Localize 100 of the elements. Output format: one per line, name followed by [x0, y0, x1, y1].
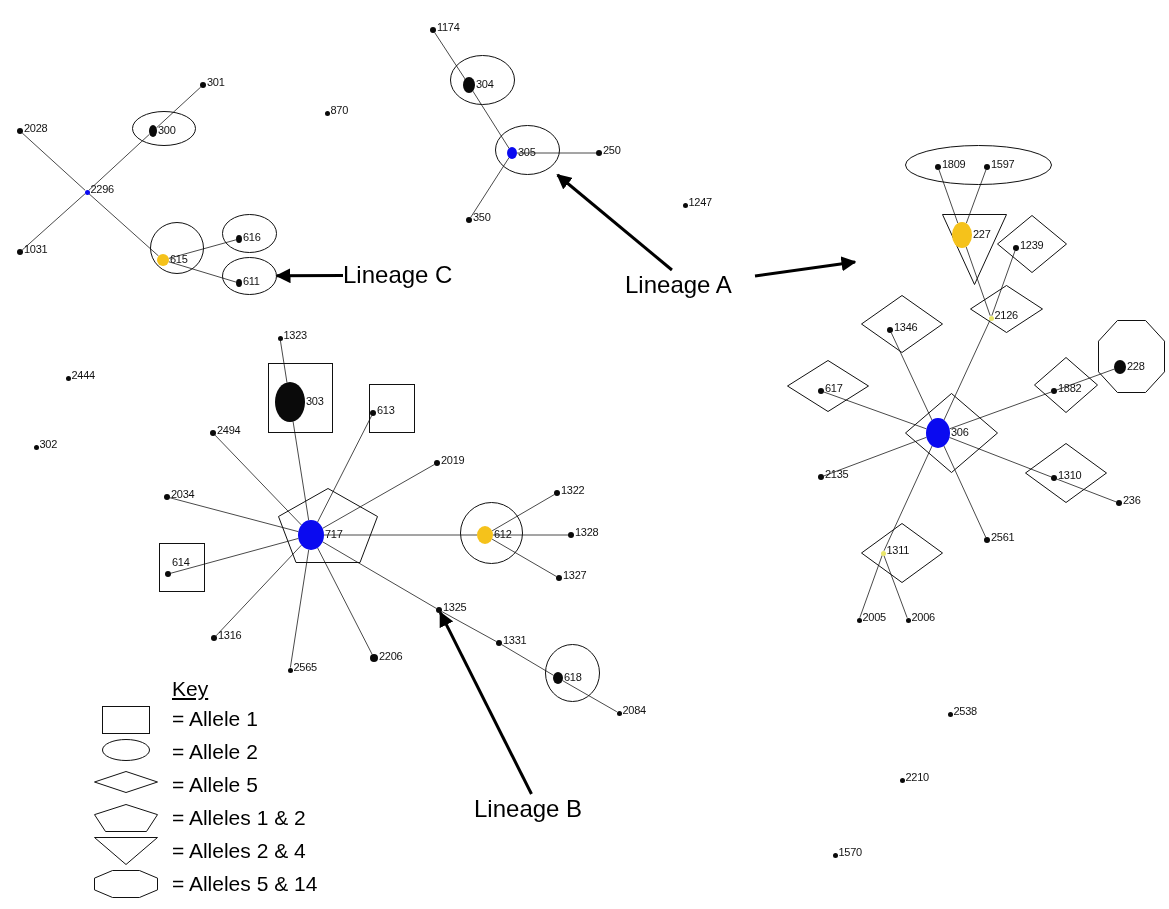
legend-title: Key: [172, 676, 210, 702]
link-line: [491, 494, 555, 532]
link-line: [890, 332, 933, 421]
sequence-type-label: 1327: [563, 569, 587, 581]
sequence-type-label: 618: [564, 671, 582, 683]
link-line: [322, 464, 435, 529]
link-line: [317, 415, 373, 523]
sequence-type-label: 227: [973, 228, 991, 240]
link-line: [491, 538, 557, 577]
sequence-type-label: 2296: [90, 182, 114, 195]
link-line: [215, 544, 302, 637]
link-line: [292, 421, 310, 521]
sequence-type-label: 614: [172, 556, 190, 568]
sequence-type-label: 617: [825, 382, 843, 394]
link-line: [562, 680, 618, 713]
sequence-type-label: 1882: [1058, 382, 1082, 394]
link-line: [155, 86, 202, 129]
link-line: [470, 157, 510, 218]
sequence-type-label: 2494: [217, 424, 241, 436]
link-line: [434, 32, 466, 80]
sequence-type-label: 303: [306, 395, 324, 407]
sequence-type-label: 1325: [443, 601, 467, 613]
sequence-type-label: 350: [473, 211, 491, 223]
sequence-type-label: 1310: [1058, 469, 1082, 481]
link-line: [323, 534, 478, 536]
link-line: [88, 133, 151, 191]
link-line: [883, 554, 908, 619]
sequence-type-label: 613: [377, 404, 395, 416]
arrow: [754, 256, 857, 278]
link-line: [948, 436, 1052, 478]
sequence-type-label: 1239: [1020, 239, 1044, 251]
sequence-type-label: 300: [158, 124, 176, 136]
link-line: [289, 549, 310, 669]
link-line: [883, 445, 933, 552]
sequence-type-label: 2210: [905, 770, 929, 783]
link-line: [170, 537, 299, 574]
link-line: [1056, 478, 1117, 503]
link-line: [472, 90, 510, 149]
sequence-type-label: 1322: [561, 484, 585, 496]
link-line: [279, 339, 288, 383]
sequence-type-label: 2005: [862, 610, 886, 623]
link-line: [965, 246, 991, 317]
link-line: [501, 644, 554, 676]
sequence-type-label: 2034: [171, 488, 195, 500]
link-line: [169, 497, 299, 533]
legend-label: = Allele 5: [172, 771, 258, 798]
sequence-type-label: 615: [170, 253, 188, 265]
sequence-type-label: 1346: [894, 321, 918, 333]
sequence-type-label: 250: [603, 144, 621, 156]
link-line: [938, 169, 959, 224]
sequence-type-label: 611: [243, 275, 260, 287]
legend-label: = Allele 1: [172, 705, 258, 732]
lineage-label: Lineage A: [625, 271, 732, 299]
arrow: [556, 173, 673, 272]
sequence-type-label: 2561: [991, 531, 1015, 543]
sequence-type-label: 717: [325, 528, 343, 540]
link-line: [949, 391, 1052, 430]
link-line: [21, 132, 86, 191]
link-line: [214, 434, 302, 526]
link-line: [823, 391, 927, 430]
sequence-type-label: 301: [207, 76, 225, 88]
sequence-type-label: 870: [330, 103, 348, 116]
link-line: [168, 261, 237, 283]
lineage-label: Lineage B: [474, 795, 583, 823]
arrow: [275, 268, 343, 284]
link-line: [168, 239, 237, 259]
link-line: [516, 152, 597, 154]
sequence-type-label: 2135: [825, 468, 849, 480]
sequence-type-label: 302: [39, 437, 57, 450]
sequence-type-label: 1031: [24, 243, 48, 255]
legend-label: = Alleles 2 & 4: [172, 837, 306, 864]
sequence-type-label: 616: [243, 231, 261, 243]
sequence-type-label: 1809: [942, 158, 966, 170]
sequence-type-label: 228: [1127, 360, 1145, 372]
link-line: [965, 169, 987, 224]
sequence-type-label: 305: [518, 146, 536, 158]
sequence-type-label: 1331: [503, 634, 527, 646]
sequence-type-label: 1316: [218, 629, 242, 641]
sequence-type-label: 236: [1123, 494, 1141, 506]
sequence-type-label: 304: [476, 78, 494, 90]
sequence-type-label: 1323: [283, 328, 307, 341]
link-line: [943, 445, 987, 538]
sequence-type-label: 2028: [24, 122, 48, 134]
sequence-type-label: 2206: [379, 650, 403, 662]
sequence-type-label: 1174: [437, 21, 460, 33]
arrow: [439, 611, 533, 795]
link-line: [823, 436, 927, 477]
link-line: [21, 193, 86, 251]
link-line: [492, 534, 569, 536]
legend-label: = Alleles 1 & 2: [172, 804, 306, 831]
link-line: [991, 250, 1016, 317]
sequence-type-label: 1247: [688, 195, 712, 208]
sequence-type-label: 2126: [994, 308, 1018, 321]
sequence-type-label: 1597: [991, 158, 1015, 170]
link-line: [1056, 368, 1115, 391]
sequence-type-label: 2084: [622, 703, 646, 716]
link-line: [88, 193, 160, 257]
sequence-type-label: 2538: [953, 704, 977, 717]
sequence-type-label: 612: [494, 528, 512, 540]
sequence-type-label: 2444: [71, 368, 95, 381]
